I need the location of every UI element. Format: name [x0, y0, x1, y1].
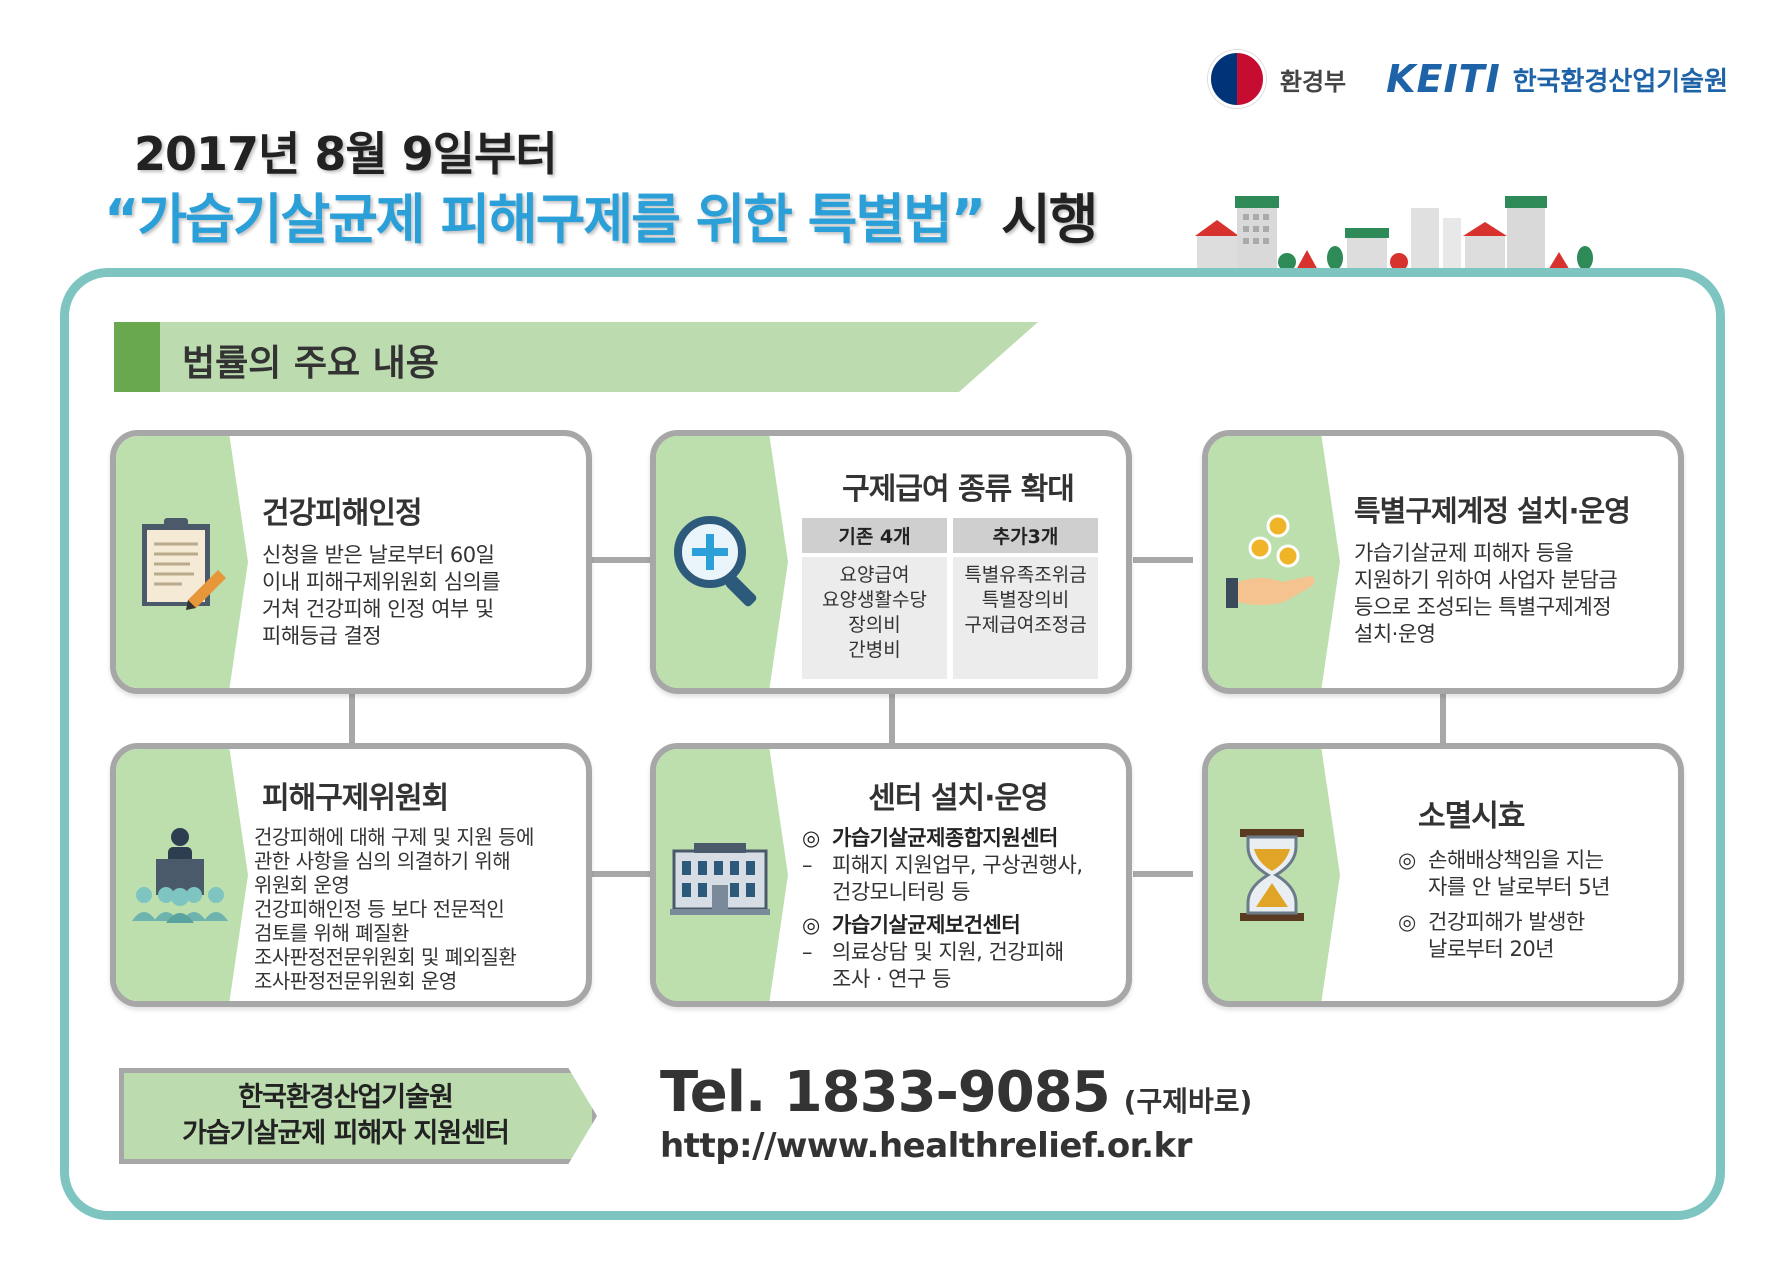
title-law-name: “가습기살균제 피해구제를 위한 특별법”: [104, 188, 986, 251]
org-name: 한국환경산업기술원: [238, 1082, 454, 1113]
existing-list: 요양급여 요양생활수당 장의비 간병비: [802, 557, 947, 679]
existing-header: 기존 4개: [802, 518, 947, 553]
card-limitation: 소멸시효 ◎손해배상책임을 지는 자를 안 날로부터 5년 ◎건강피해가 발생한…: [1202, 743, 1684, 1007]
phone-nickname: (구제바로): [1123, 1085, 1253, 1118]
clipboard-pencil-icon: [142, 518, 226, 610]
connector-line: [1440, 694, 1446, 746]
ministry-name: 환경부: [1279, 67, 1347, 96]
center-item-detail: 조사 · 연구 등: [832, 967, 951, 991]
center-item: ◎가습기살균제종합지원센터: [802, 826, 1058, 850]
card-text: 거쳐 건강피해 인정 여부 및: [262, 597, 494, 621]
benefit-table: 기존 4개 추가3개 요양급여 요양생활수당 장의비 간병비 특별유족조위금 특…: [802, 518, 1098, 679]
list-item: 요양생활수당: [822, 589, 927, 611]
center-item-detail: –피해지 지원업무, 구상권행사,: [802, 853, 1083, 877]
card-text: 이내 피해구제위원회 심의를: [262, 570, 501, 594]
card-text: 검토를 위해 폐질환: [254, 921, 409, 945]
hourglass-icon: [1240, 829, 1304, 921]
phone-number[interactable]: Tel. 1833-9085: [660, 1060, 1111, 1125]
list-item: 장의비: [848, 614, 901, 636]
limitation-item: ◎손해배상책임을 지는: [1398, 848, 1604, 872]
center-item-detail: –의료상담 및 지원, 건강피해: [802, 940, 1064, 964]
institute-name: 한국환경산업기술원: [1512, 66, 1728, 97]
connector-line: [592, 871, 652, 877]
card-text: 피해등급 결정: [262, 624, 382, 648]
card-special-account: 특별구제계정 설치·운영 가습기살균제 피해자 등을 지원하기 위하여 사업자 …: [1202, 430, 1684, 694]
center-item: ◎가습기살균제보건센터: [802, 913, 1021, 937]
card-title: 특별구제계정 설치·운영: [1354, 494, 1631, 528]
header-logos: 환경부 KEITI 한국환경산업기술원: [1207, 50, 1728, 108]
card-text: 가습기살균제 피해자 등을: [1354, 541, 1574, 565]
keiti-mark: KEITI: [1386, 57, 1501, 101]
center-item-detail: 건강모니터링 등: [832, 880, 970, 904]
list-item: 간병비: [848, 639, 901, 661]
ministry-logo: 환경부: [1207, 50, 1347, 108]
section-title: 법률의 주요 내용: [182, 343, 439, 384]
title-date: 2017년 8월 9일부터: [134, 127, 558, 181]
card-benefit-types: 구제급여 종류 확대 기존 4개 추가3개 요양급여 요양생활수당 장의비 간병…: [650, 430, 1132, 694]
building-icon: [670, 843, 770, 915]
card-health-damage: 건강피해인정 신청을 받은 날로부터 60일 이내 피해구제위원회 심의를 거쳐…: [110, 430, 592, 694]
card-text: 신청을 받은 날로부터 60일: [262, 543, 495, 567]
limitation-item: 날로부터 20년: [1428, 937, 1555, 961]
card-text: 건강피해인정 등 보다 전문적인: [254, 897, 505, 921]
card-text: 조사판정전문위원회 운영: [254, 969, 457, 993]
title-law: “가습기살균제 피해구제를 위한 특별법” 시행: [104, 175, 1098, 254]
audience-speaker-icon: [132, 828, 228, 923]
list-item: 특별장의비: [981, 589, 1070, 611]
connector-line: [349, 694, 355, 746]
title-law-suffix: 시행: [984, 188, 1098, 251]
connector-line: [592, 557, 652, 563]
card-title: 센터 설치·운영: [868, 781, 1048, 816]
limitation-item: 자를 안 날로부터 5년: [1428, 875, 1610, 899]
card-text: 위원회 운영: [254, 873, 350, 897]
card-text: 조사판정전문위원회 및 폐외질환: [254, 945, 517, 969]
connector-line: [1133, 871, 1193, 877]
list-item: 요양급여: [839, 564, 910, 586]
limitation-item: ◎건강피해가 발생한: [1398, 910, 1585, 934]
website-link[interactable]: http://www.healthrelief.or.kr: [660, 1126, 1192, 1166]
contact-phone: Tel. 1833-9085 (구제바로): [660, 1060, 1252, 1125]
support-center-tag: 한국환경산업기술원 가습기살균제 피해자 지원센터: [119, 1068, 597, 1164]
connector-line: [889, 694, 895, 746]
card-title: 구제급여 종류 확대: [842, 472, 1075, 507]
card-title: 피해구제위원회: [262, 781, 449, 816]
center-name: 가습기살균제 피해자 지원센터: [182, 1118, 510, 1149]
town-skyline-icon: [1195, 196, 1593, 272]
card-center: 센터 설치·운영 ◎가습기살균제종합지원센터 –피해지 지원업무, 구상권행사,…: [650, 743, 1132, 1007]
keiti-logo: KEITI 한국환경산업기술원: [1386, 57, 1728, 101]
list-item: 구제급여조정금: [964, 614, 1087, 636]
card-text: 건강피해에 대해 구제 및 지원 등에: [254, 825, 534, 849]
added-list: 특별유족조위금 특별장의비 구제급여조정금: [953, 557, 1098, 679]
card-text: 지원하기 위하여 사업자 분담금: [1354, 568, 1618, 592]
section-banner: 법률의 주요 내용: [114, 322, 1038, 392]
connector-line: [1133, 557, 1193, 563]
card-text: 설치·운영: [1354, 622, 1436, 646]
added-header: 추가3개: [953, 518, 1098, 553]
card-title: 건강피해인정: [262, 496, 423, 531]
magnifier-plus-icon: [674, 516, 757, 607]
card-title: 소멸시효: [1418, 799, 1525, 834]
list-item: 특별유족조위금: [964, 564, 1087, 586]
card-text: 등으로 조성되는 특별구제계정: [1354, 595, 1612, 619]
taeguk-icon: [1207, 50, 1266, 108]
coins-hand-icon: [1226, 514, 1315, 608]
card-committee: 피해구제위원회 건강피해에 대해 구제 및 지원 등에 관한 사항을 심의 의결…: [110, 743, 592, 1007]
card-text: 관한 사항을 심의 의결하기 위해: [254, 849, 511, 873]
